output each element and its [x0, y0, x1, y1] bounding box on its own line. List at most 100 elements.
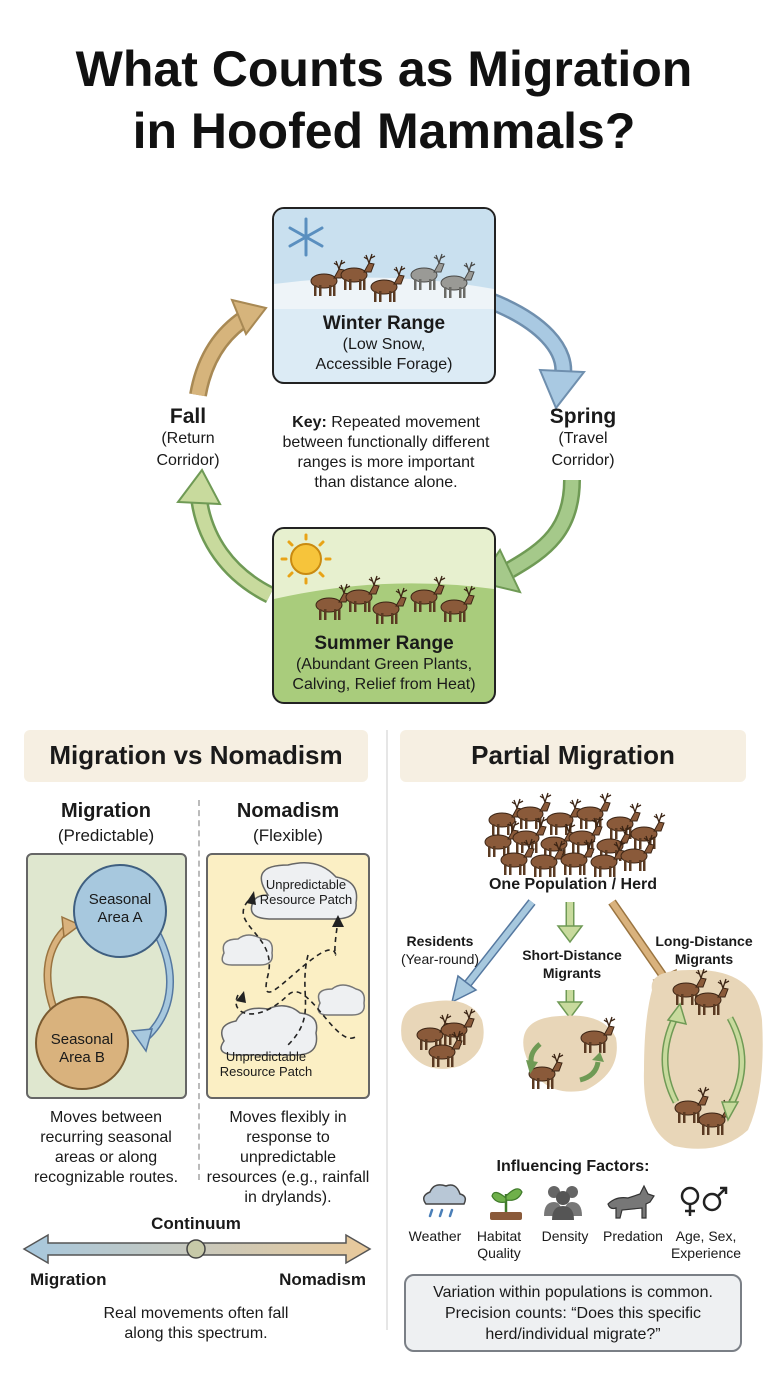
- area-b-label-2: Area B: [59, 1049, 105, 1066]
- factor-weather-label: Weather: [408, 1228, 462, 1244]
- fall-sub-1: (Return: [161, 430, 215, 447]
- summer-range-sub-2: Calving, Relief from Heat): [292, 676, 476, 693]
- fall-name: Fall: [169, 405, 207, 428]
- residents-label: Residents (Year-round): [394, 932, 486, 968]
- partial-migration-heading: Partial Migration: [400, 730, 746, 782]
- summer-range-name: Summer Range: [314, 633, 454, 654]
- nomadism-desc-4: resources (e.g., rainfall: [206, 1169, 370, 1186]
- wolf-icon: [607, 1184, 655, 1219]
- patch-top-label-2: Resource Patch: [259, 892, 353, 907]
- factor-age-sex: Age, Sex, Experience: [666, 1228, 746, 1262]
- nomadism-subtitle: (Flexible): [253, 826, 323, 845]
- continuum-right-label: Nomadism: [279, 1270, 366, 1289]
- key-label: Key:: [292, 414, 327, 431]
- key-note: Key: Repeated movement between functiona…: [262, 413, 510, 493]
- key-line-2: between functionally different: [282, 434, 490, 451]
- winter-range-sub-1: (Low Snow,: [342, 336, 426, 353]
- migration-subtitle: (Predictable): [57, 826, 155, 845]
- factor-predation: Predation: [598, 1228, 668, 1245]
- migration-desc-3: areas or along: [54, 1149, 158, 1166]
- cloud-top: [250, 862, 358, 920]
- area-b-label-1: Seasonal: [50, 1031, 114, 1048]
- winter-range-box: Winter Range (Low Snow, Accessible Forag…: [272, 207, 496, 384]
- factor-habitat-label-2: Quality: [477, 1245, 521, 1261]
- area-a-label-2: Area A: [97, 909, 143, 926]
- factor-age-sex-label-1: Age, Sex,: [675, 1228, 737, 1244]
- patch-top-label-1: Unpredictable: [265, 877, 347, 892]
- long-distance-label: Long-Distance Migrants: [642, 932, 766, 968]
- summer-range-sub-1: (Abundant Green Plants,: [295, 656, 473, 673]
- variation-note: Variation within populations is common. …: [404, 1274, 742, 1352]
- factor-weather: Weather: [400, 1228, 470, 1245]
- migration-description: Moves between recurring seasonal areas o…: [20, 1108, 192, 1188]
- residents-sub: (Year-round): [400, 951, 480, 967]
- patch-bottom-label-2: Resource Patch: [219, 1064, 313, 1079]
- partial-migration-diagram: [401, 792, 763, 1149]
- page-title: What Counts as Migration in Hoofed Mamma…: [0, 38, 768, 162]
- nomadism-title: Nomadism: [236, 800, 340, 822]
- winter-range-name: Winter Range: [322, 313, 446, 334]
- continuum-midpoint: [186, 1239, 206, 1259]
- continuum-left-label: Migration: [30, 1270, 107, 1289]
- continuum-note-2: along this spectrum.: [124, 1325, 268, 1342]
- factor-age-sex-label-2: Experience: [670, 1245, 742, 1261]
- migration-vs-nomadism-heading: Migration vs Nomadism: [24, 730, 368, 782]
- factor-icons: [423, 1184, 728, 1220]
- rain-cloud-icon: [423, 1184, 467, 1218]
- column-divider: [198, 800, 200, 1180]
- factor-density-label: Density: [541, 1228, 589, 1244]
- migration-desc-4: recognizable routes.: [33, 1169, 179, 1186]
- migration-desc-1: Moves between: [49, 1109, 163, 1126]
- continuum-label: Continuum: [151, 1214, 241, 1233]
- title-line-1: What Counts as Migration: [75, 41, 693, 97]
- nomadism-diagram: Unpredictable Resource Patch Unpredictab…: [206, 853, 370, 1099]
- sex-symbols-icon: [680, 1186, 728, 1216]
- fall-sub-2: Corridor): [156, 452, 220, 469]
- factor-habitat-label-1: Habitat: [476, 1228, 522, 1244]
- key-line-1: Repeated movement: [326, 414, 480, 431]
- sprout-icon: [490, 1188, 523, 1220]
- long-distance-line-1: Long-Distance: [655, 933, 753, 949]
- migration-diagram: Seasonal Area A Seasonal Area B: [26, 853, 187, 1099]
- nomadism-desc-3: unpredictable: [239, 1149, 337, 1166]
- nomadism-desc-5: in drylands).: [244, 1189, 332, 1206]
- key-line-3: ranges is more important: [297, 454, 475, 471]
- spring-label: Spring (Travel Corridor): [530, 406, 636, 472]
- factor-density: Density: [532, 1228, 598, 1245]
- title-line-2: in Hoofed Mammals?: [132, 103, 636, 159]
- cycle-arrows: [176, 291, 586, 604]
- winter-scene: [274, 209, 494, 309]
- variation-note-1: Variation within populations is common.: [433, 1284, 713, 1301]
- factor-predation-label: Predation: [603, 1228, 663, 1244]
- migration-title: Migration: [61, 800, 151, 822]
- sun-icon: [280, 533, 332, 585]
- area-a-circle: [73, 864, 167, 958]
- variation-note-3: herd/individual migrate?”: [485, 1326, 661, 1343]
- nomadism-desc-2: response to: [246, 1129, 330, 1146]
- spring-sub-1: (Travel: [558, 430, 608, 447]
- cloud-bottom: [220, 1005, 318, 1056]
- long-distance-line-2: Migrants: [674, 951, 734, 967]
- herd-group: [484, 792, 666, 878]
- summer-range-box: Summer Range (Abundant Green Plants, Cal…: [272, 527, 496, 704]
- short-distance-line-2: Migrants: [542, 965, 602, 981]
- short-distance-line-1: Short-Distance: [522, 947, 622, 963]
- residents-name: Residents: [406, 933, 474, 949]
- people-icon: [544, 1186, 582, 1220]
- variation-note-2: Precision counts: “Does this specific: [444, 1305, 702, 1322]
- nomadism-description: Moves flexibly in response to unpredicta…: [202, 1108, 374, 1208]
- summer-scene: [274, 529, 494, 629]
- factor-habitat: Habitat Quality: [466, 1228, 532, 1262]
- short-distance-label: Short-Distance Migrants: [512, 946, 632, 982]
- continuum-arrow: [22, 1233, 372, 1265]
- cloud-right: [317, 984, 366, 1016]
- panel-divider: [386, 730, 388, 1330]
- fall-label: Fall (Return Corridor): [138, 406, 238, 472]
- area-a-label-1: Seasonal: [88, 891, 152, 908]
- cloud-left: [221, 934, 274, 966]
- snowflake-icon: [288, 217, 324, 257]
- herd-label: One Population / Herd: [488, 876, 657, 893]
- continuum-note-1: Real movements often fall: [103, 1305, 289, 1322]
- nomadism-desc-1: Moves flexibly in: [229, 1109, 347, 1126]
- continuum-note: Real movements often fall along this spe…: [24, 1304, 368, 1344]
